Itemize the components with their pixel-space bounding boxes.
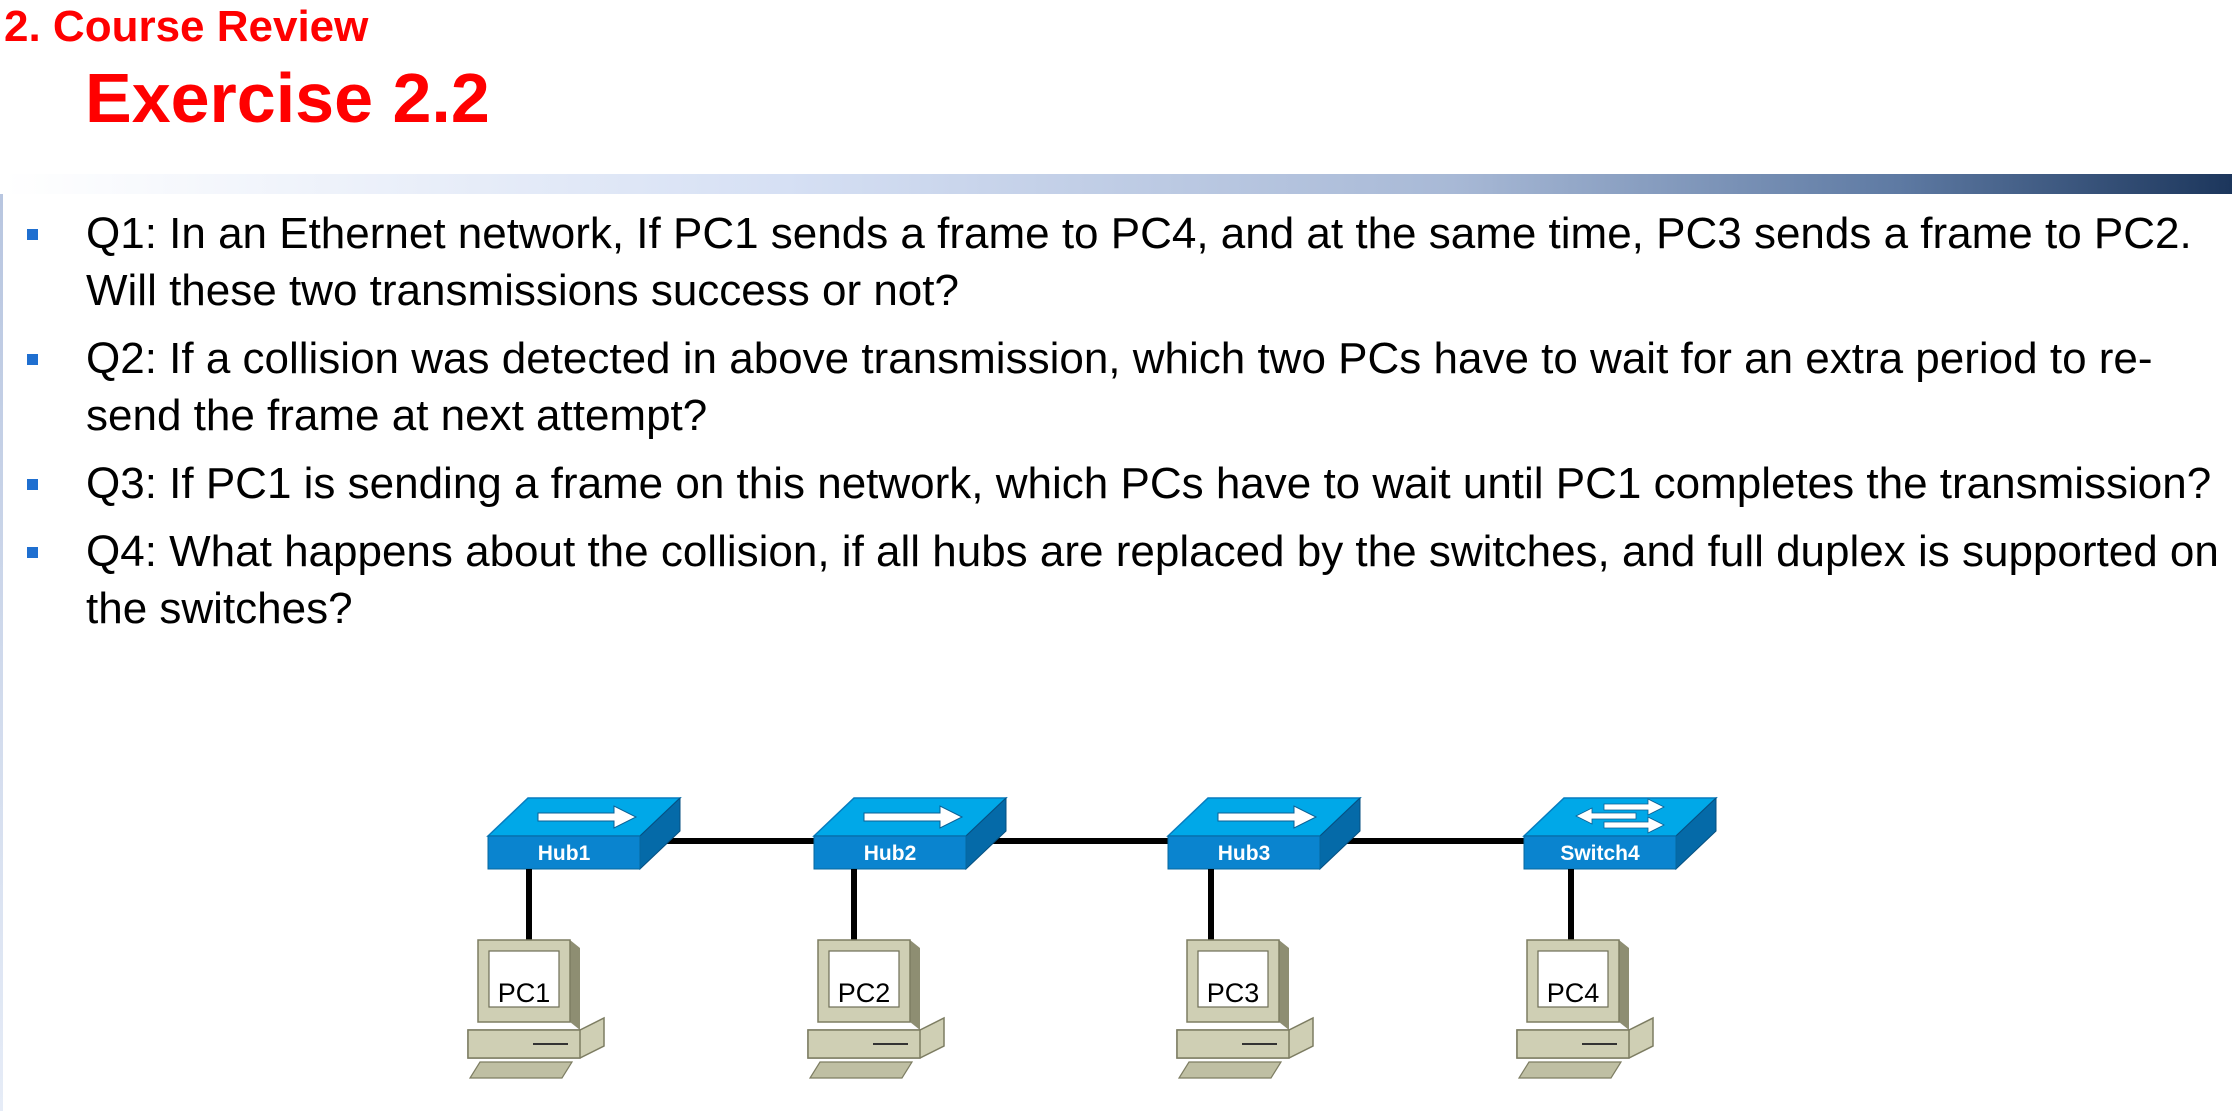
question-item: Q3: If PC1 is sending a frame on this ne…	[0, 455, 2232, 512]
square-bullet-icon	[27, 354, 38, 365]
device-label: Hub1	[538, 842, 591, 865]
pc-label: PC2	[838, 978, 891, 1008]
question-item: Q1: In an Ethernet network, If PC1 sends…	[0, 205, 2232, 319]
square-bullet-icon	[27, 479, 38, 490]
hub-icon: Hub1	[486, 796, 682, 871]
page-title: Exercise 2.2	[85, 59, 490, 137]
pc-label: PC3	[1207, 978, 1260, 1008]
question-text: Q3: If PC1 is sending a frame on this ne…	[86, 459, 2212, 508]
hub-icon: Hub2	[812, 796, 1008, 871]
section-title: 2. Course Review	[4, 2, 369, 51]
question-text: Q1: In an Ethernet network, If PC1 sends…	[86, 209, 2192, 315]
square-bullet-icon	[27, 229, 38, 240]
hub-icon: Hub3	[1166, 796, 1362, 871]
title-gradient-bar	[4, 174, 2232, 194]
question-text: Q4: What happens about the collision, if…	[86, 527, 2219, 633]
switch-icon: Switch4	[1522, 796, 1718, 871]
computer-icon: PC2	[807, 939, 945, 1079]
computer-icon: PC3	[1176, 939, 1314, 1079]
device-label: Hub2	[864, 842, 917, 865]
square-bullet-icon	[27, 547, 38, 558]
question-item: Q4: What happens about the collision, if…	[0, 523, 2232, 637]
left-border	[0, 194, 3, 1111]
computer-icon: PC4	[1516, 939, 1654, 1079]
computer-icon: PC1	[467, 939, 605, 1079]
device-label: Hub3	[1218, 842, 1271, 865]
device-label: Switch4	[1560, 842, 1640, 865]
pc-label: PC1	[498, 978, 551, 1008]
question-text: Q2: If a collision was detected in above…	[86, 334, 2153, 440]
pc-label: PC4	[1547, 978, 1600, 1008]
question-list: Q1: In an Ethernet network, If PC1 sends…	[0, 205, 2232, 648]
question-item: Q2: If a collision was detected in above…	[0, 330, 2232, 444]
